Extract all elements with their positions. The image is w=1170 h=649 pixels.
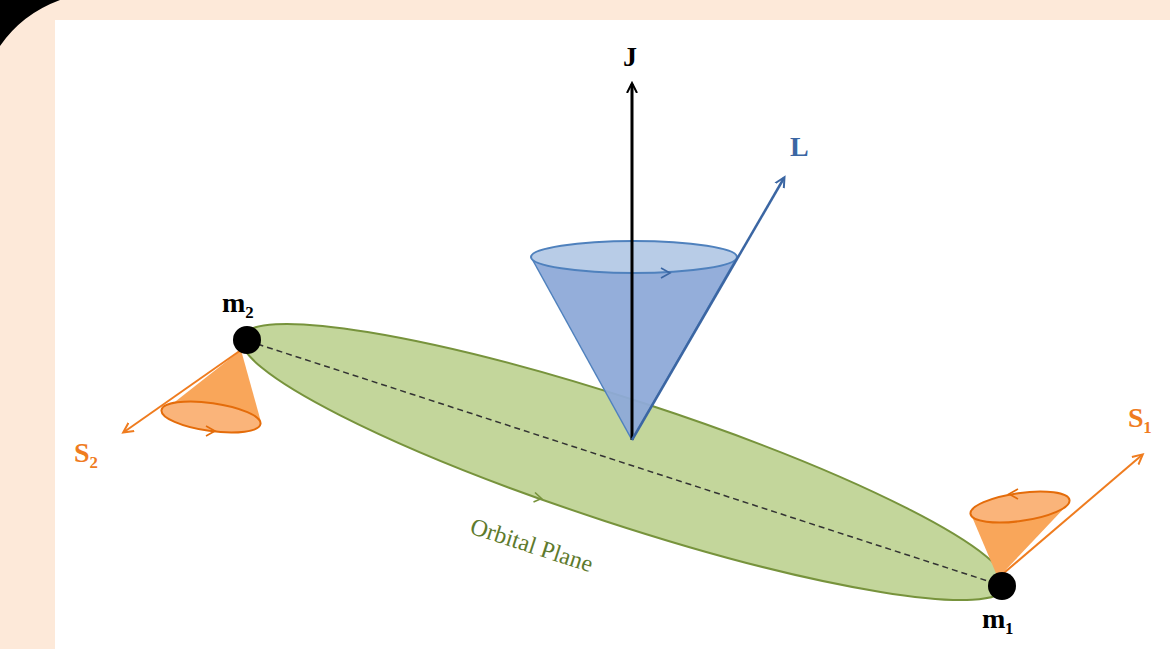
corner-shape [0,0,60,46]
vector-label: L [790,132,809,163]
plane-label: Orbital Plane [467,513,596,577]
orbit-direction [534,493,542,503]
total-momentum-arrow [631,84,634,440]
spin-label: S₁ [1128,403,1152,434]
spin1-cone [969,486,1072,578]
spin2-arrow [124,350,241,432]
mass-dot [988,572,1016,600]
orbital-momentum-arrow [632,178,784,440]
mass-label: m₁ [982,604,1014,635]
vector-label: J [623,42,637,73]
mass-dot [233,326,261,354]
orbital-cone [531,241,737,440]
spin1-arrow [998,455,1142,578]
spin-label: S₂ [74,438,98,469]
white-panel [55,20,1170,649]
mass-label: m₂ [222,288,254,319]
spin2-cone [160,350,263,438]
